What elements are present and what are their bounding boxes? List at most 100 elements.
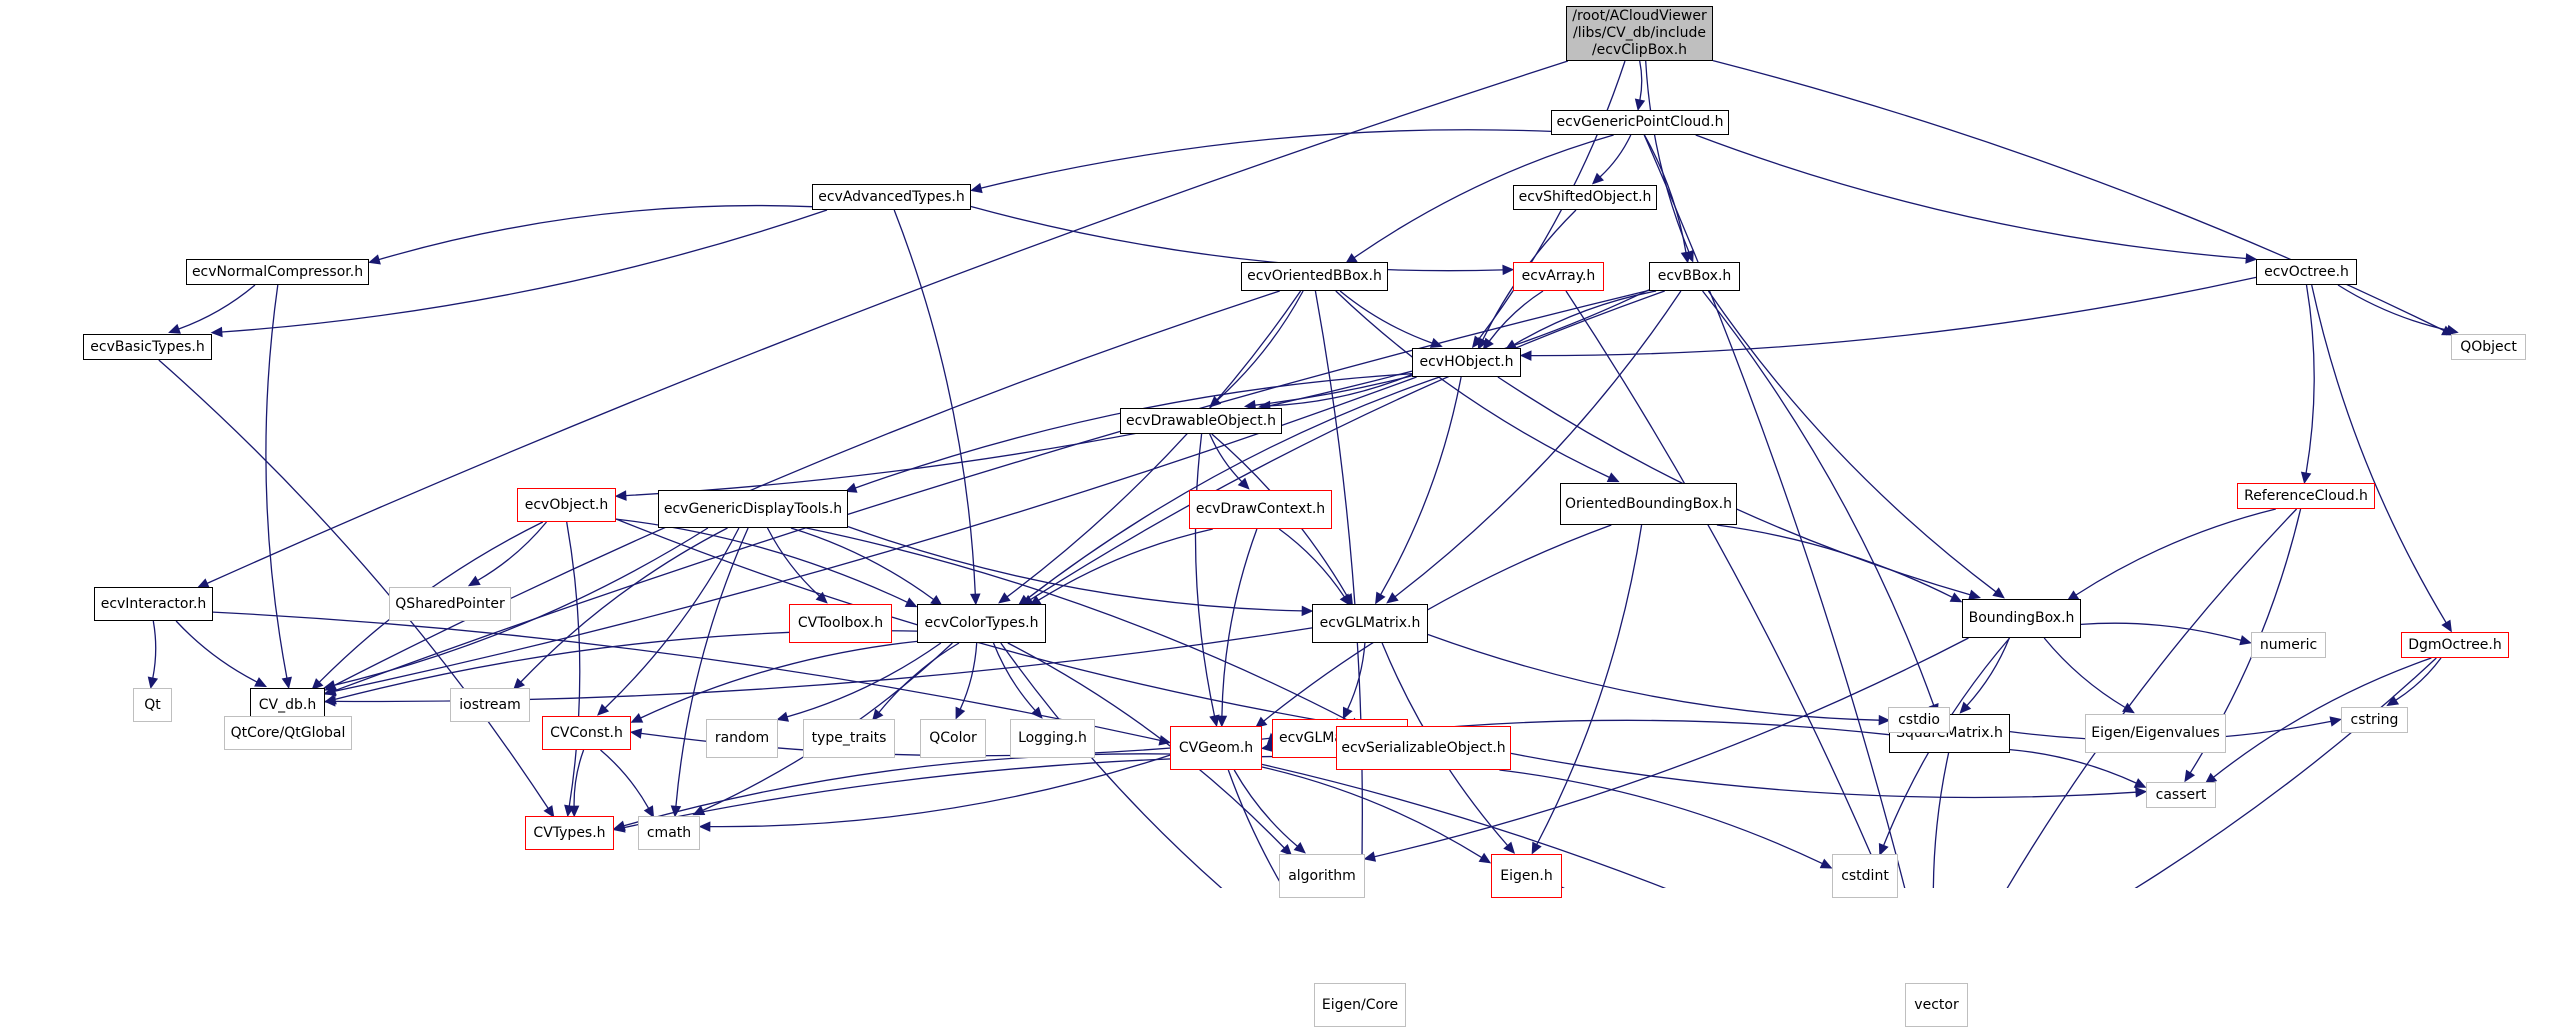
edge-ecvGenericDisplayTools-to-ecvGLMatrix (848, 527, 1302, 611)
include-node-algorithm: algorithm (1279, 854, 1365, 898)
edge-ecvGenericDisplayTools-to-CVConst (605, 528, 739, 708)
include-node-ecvdrawcontext[interactable]: ecvDrawContext.h (1189, 490, 1332, 529)
edge-ecvGLMatrix-to-SquareMatrix (1428, 635, 1879, 721)
include-node-ecvobject[interactable]: ecvObject.h (517, 488, 616, 522)
edge-SquareMatrix-to-vector (1933, 753, 1948, 888)
include-node-logging: Logging.h (1010, 719, 1095, 758)
arrowhead-icon (956, 707, 964, 718)
arrowhead-icon (1365, 852, 1376, 861)
include-node-ecvinteractor[interactable]: ecvInteractor.h (94, 587, 213, 621)
include-node-ecvcolortypes[interactable]: ecvColorTypes.h (917, 604, 1046, 643)
include-node-ecvbasictypes[interactable]: ecvBasicTypes.h (83, 334, 212, 360)
arrowhead-icon (2302, 472, 2311, 483)
arrowhead-icon (2240, 636, 2251, 645)
arrowhead-icon (1376, 592, 1385, 603)
arrowhead-icon (1636, 99, 1645, 110)
arrowhead-icon (1387, 593, 1398, 603)
include-node-ecvshiftedobject[interactable]: ecvShiftedObject.h (1513, 185, 1657, 210)
include-node-ecvnormalcompressor[interactable]: ecvNormalCompressor.h (186, 259, 369, 285)
include-node-qcolor: QColor (920, 719, 986, 758)
arrowhead-icon (1479, 854, 1490, 863)
include-node-ecvbbox[interactable]: ecvBBox.h (1649, 262, 1740, 291)
include-node-vector: vector (1905, 983, 1968, 1027)
include-node-boundingbox[interactable]: BoundingBox.h (1962, 599, 2081, 638)
arrowhead-icon (1343, 707, 1351, 718)
edge-ecvHObject-to-ecvObject (626, 371, 1412, 496)
root-file-node[interactable]: /root/ACloudViewer /libs/CV_db/include /… (1566, 6, 1713, 61)
arrowhead-icon (2442, 620, 2451, 631)
include-node-ecvarray[interactable]: ecvArray.h (1513, 262, 1604, 291)
arrowhead-icon (283, 677, 292, 688)
arrowhead-icon (169, 325, 180, 333)
include-node-eigencore: Eigen/Core (1314, 983, 1406, 1027)
edge-ecvGenericPointCloud-to-ecvShiftedObject (1600, 135, 1631, 177)
include-node-qsharedpointer: QSharedPointer (389, 587, 511, 621)
include-node-qtglobal: QtCore/QtGlobal (224, 716, 352, 750)
include-node-cvtoolbox[interactable]: CVToolbox.h (789, 604, 892, 643)
arrowhead-icon (325, 681, 336, 690)
edge-ecvDrawContext-to-ecvGLMatrix (1279, 529, 1344, 597)
arrowhead-icon (1503, 265, 1513, 274)
edge-ecvNormalCompressor-to-ecvBasicTypes (179, 285, 255, 329)
arrowhead-icon (1821, 860, 1832, 868)
edge-ecvAdvancedTypes-to-ecvNormalCompressor (379, 206, 812, 260)
include-node-iostream: iostream (450, 688, 530, 722)
include-node-cvgeom[interactable]: CVGeom.h (1170, 726, 1262, 770)
include-node-qobject: QObject (2451, 334, 2526, 360)
edge-ecvOctree-to-ecvHObject (1531, 277, 2256, 355)
edge-ecvHObject-to-ecvGLMatrix (1381, 377, 1461, 595)
edge-ecvColorTypes-to-type_traits (879, 643, 959, 712)
include-node-eigenh[interactable]: Eigen.h (1491, 854, 1562, 898)
include-node-ecvgenericdisplaytools[interactable]: ecvGenericDisplayTools.h (658, 490, 848, 528)
edge-CVConst-to-cmath (601, 750, 649, 808)
include-node-ecvglmatrix[interactable]: ecvGLMatrix.h (1312, 604, 1428, 643)
edge-BoundingBox-to-SquareMatrix (1967, 638, 2009, 706)
include-node-cvtypes[interactable]: CVTypes.h (525, 816, 614, 850)
arrowhead-icon (616, 491, 626, 500)
edge-root-to-QObject (1713, 61, 2444, 331)
arrowhead-icon (2123, 704, 2134, 713)
include-node-ecvserializableobject[interactable]: ecvSerializableObject.h (1336, 726, 1511, 770)
edge-DgmOctree-to-vector (1976, 658, 2436, 888)
edge-ecvBBox-to-BoundingBox (1708, 291, 1996, 592)
include-node-ecvdrawableobject[interactable]: ecvDrawableObject.h (1120, 408, 1282, 434)
edge-CVGeom-to-CVTypes (624, 754, 1170, 826)
include-node-ecvadvancedtypes[interactable]: ecvAdvancedTypes.h (812, 184, 971, 210)
edge-ecvColorTypes-to-random (787, 643, 941, 717)
include-node-ecvgenericpointcloud[interactable]: ecvGenericPointCloud.h (1551, 110, 1729, 135)
include-dependency-graph: /root/ACloudViewer /libs/CV_db/include /… (0, 0, 2552, 888)
arrowhead-icon (148, 677, 157, 688)
edge-CVGeom-to-cmath (710, 755, 1170, 827)
include-node-ecvorientedbbox[interactable]: ecvOrientedBBox.h (1241, 262, 1388, 291)
arrowhead-icon (212, 328, 222, 337)
edge-ecvBBox-to-SquareMatrix (1703, 291, 1934, 705)
edge-ecvAdvancedTypes-to-ecvColorTypes (894, 210, 975, 594)
edge-ecvSerializableObject-to-cassert (1511, 753, 2136, 797)
include-node-orientedboundingbox[interactable]: OrientedBoundingBox.h (1560, 483, 1737, 525)
edge-SquareMatrix-to-cassert (2010, 750, 2136, 784)
arrowhead-icon (999, 593, 1010, 603)
include-node-referencecloud[interactable]: ReferenceCloud.h (2237, 483, 2375, 509)
include-node-ecvoctree[interactable]: ecvOctree.h (2256, 259, 2357, 285)
edge-ecvOrientedBBox-to-ecvColorTypes (1007, 291, 1301, 597)
arrowhead-icon (1682, 252, 1691, 263)
edge-ecvInteractor-to-Qt (153, 621, 156, 678)
arrowhead-icon (2185, 770, 2194, 781)
edge-ecvGenericDisplayTools-to-cmath (676, 528, 748, 806)
arrowhead-icon (971, 184, 982, 193)
include-node-cmath: cmath (638, 816, 700, 850)
arrowhead-icon (255, 678, 266, 687)
edge-ReferenceCloud-to-vector (1958, 509, 2296, 888)
edge-ecvOctree-to-ReferenceCloud (2306, 285, 2314, 473)
arrowhead-icon (1993, 588, 2004, 598)
include-node-dgmoctree[interactable]: DgmOctree.h (2401, 632, 2509, 658)
edge-ecvSerializableObject-to-cstdint (1499, 770, 1822, 864)
include-node-cvconst[interactable]: CVConst.h (542, 716, 631, 750)
edge-ecvDrawContext-to-CVGeom (1222, 529, 1257, 716)
edge-ecvBBox-to-ecvColorTypes (1031, 291, 1665, 600)
arrowhead-icon (1521, 351, 1531, 360)
arrowhead-icon (1608, 473, 1619, 481)
arrowhead-icon (632, 714, 643, 722)
arrowhead-icon (2135, 779, 2146, 787)
include-node-ecvhobject[interactable]: ecvHObject.h (1412, 348, 1521, 377)
